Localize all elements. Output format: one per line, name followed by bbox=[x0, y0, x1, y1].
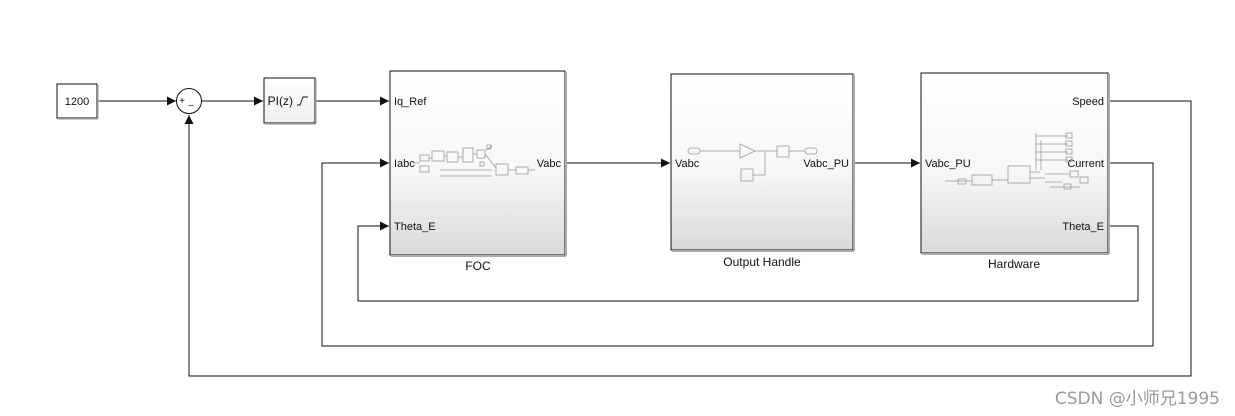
sum-block[interactable]: + − bbox=[176, 88, 202, 114]
hardware-input-vabc-pu: Vabc_PU bbox=[925, 158, 971, 170]
hardware-subsystem[interactable]: Vabc_PU Speed Current Theta_E Hardware bbox=[920, 72, 1110, 271]
output-handle-internal-preview bbox=[687, 143, 818, 182]
hardware-title: Hardware bbox=[988, 257, 1040, 271]
constant-value: 1200 bbox=[65, 96, 89, 108]
foc-input-theta-e: Theta_E bbox=[394, 221, 436, 233]
output-handle-subsystem[interactable]: Vabc Vabc_PU Output Handle bbox=[670, 73, 855, 269]
sum-plus-sign: + bbox=[179, 96, 185, 107]
foc-input-iabc: Iabc bbox=[394, 158, 415, 170]
wire-theta-feedback[interactable] bbox=[357, 221, 1139, 302]
foc-internal-preview bbox=[412, 144, 535, 177]
hardware-output-theta-e: Theta_E bbox=[1062, 221, 1104, 233]
hardware-output-speed: Speed bbox=[1072, 96, 1104, 108]
output-handle-output-vabc-pu: Vabc_PU bbox=[803, 158, 849, 170]
foc-input-iq-ref: Iq_Ref bbox=[394, 96, 427, 108]
hardware-internal-preview bbox=[945, 132, 1089, 190]
foc-output-vabc: Vabc bbox=[537, 158, 562, 170]
signal-lines bbox=[97, 96, 1192, 377]
output-handle-title: Output Handle bbox=[723, 255, 801, 269]
hardware-output-current: Current bbox=[1067, 158, 1104, 170]
output-handle-input-vabc: Vabc bbox=[675, 158, 700, 170]
constant-block[interactable]: 1200 bbox=[56, 83, 99, 120]
pi-limit-icon bbox=[297, 96, 308, 106]
wire-speed-feedback[interactable] bbox=[184, 100, 1192, 377]
foc-subsystem[interactable]: Iq_Ref Iabc Theta_E Vabc FOC bbox=[389, 70, 567, 273]
watermark-text: CSDN @小师兄1995 bbox=[1055, 389, 1220, 409]
foc-title: FOC bbox=[465, 259, 491, 273]
pi-label: PI(z) bbox=[268, 94, 293, 108]
pi-controller-block[interactable]: PI(z) bbox=[263, 77, 317, 125]
wire-current-feedback[interactable] bbox=[321, 158, 1154, 347]
sum-minus-sign: − bbox=[188, 101, 194, 112]
